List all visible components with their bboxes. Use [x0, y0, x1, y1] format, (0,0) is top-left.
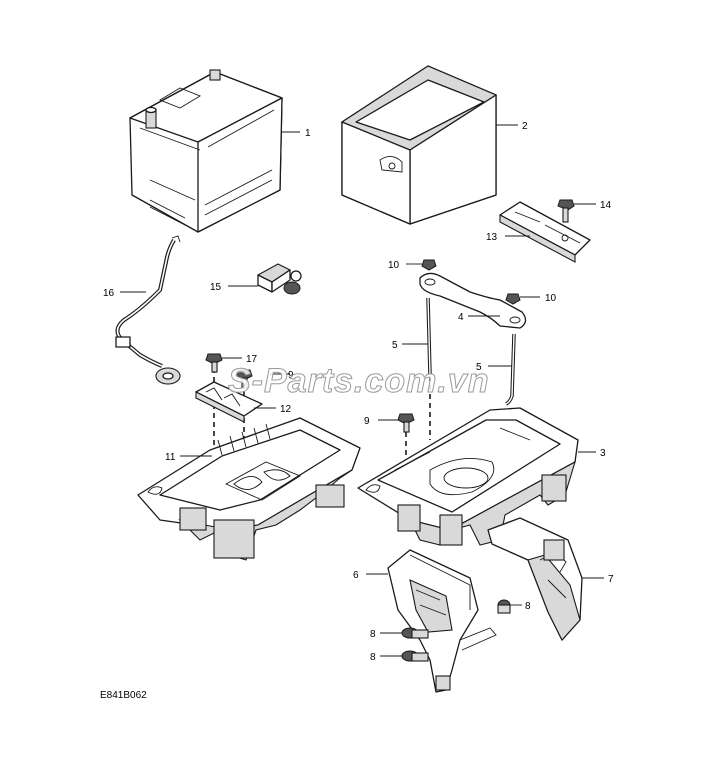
- callout-9a: 9: [288, 370, 294, 381]
- figure-code: E841B062: [100, 690, 147, 701]
- nut-10-upper: [421, 259, 437, 271]
- mounting-bracket-6: [387, 549, 497, 693]
- hold-down-strap: [419, 272, 527, 329]
- battery-tray-11: [137, 417, 361, 561]
- callout-17: 17: [246, 354, 258, 365]
- callout-15: 15: [210, 282, 222, 293]
- ground-cable-16: [115, 235, 181, 385]
- callout-1: 1: [305, 128, 311, 139]
- callout-5a: 5: [392, 340, 398, 351]
- callout-14: 14: [600, 200, 612, 211]
- callout-6: 6: [353, 570, 359, 581]
- rod-5-left: [426, 297, 432, 376]
- callout-8b: 8: [370, 629, 376, 640]
- sensor-15: [256, 263, 302, 295]
- fastener-8-lower: [401, 650, 429, 662]
- callout-7: 7: [608, 574, 614, 585]
- callout-8a: 8: [525, 601, 531, 612]
- bolt-14: [557, 199, 575, 223]
- callout-16: 16: [103, 288, 115, 299]
- fastener-8-upper: [401, 627, 429, 639]
- rod-5-right: [505, 333, 516, 406]
- nut-10-right: [505, 293, 521, 305]
- watermark: S-Parts.com.vn: [228, 362, 490, 400]
- bolt-9-right: [397, 413, 415, 433]
- battery: [129, 69, 283, 233]
- callout-10b: 10: [545, 293, 557, 304]
- callout-13: 13: [486, 232, 498, 243]
- callout-3: 3: [600, 448, 606, 459]
- bolt-9-left: [235, 369, 253, 389]
- battery-tray-3: [357, 407, 579, 546]
- callout-9b: 9: [364, 416, 370, 427]
- battery-box: [340, 65, 498, 225]
- callout-10a: 10: [388, 260, 400, 271]
- callout-8c: 8: [370, 652, 376, 663]
- hold-down-clamp: [499, 201, 591, 263]
- bracket-12: [195, 381, 263, 423]
- callout-11: 11: [165, 452, 176, 463]
- fastener-8-right: [497, 599, 511, 614]
- callout-12: 12: [280, 404, 292, 415]
- support-bracket-7: [487, 517, 583, 641]
- callout-2: 2: [522, 121, 528, 132]
- callout-5b: 5: [476, 362, 482, 373]
- bolt-17: [205, 353, 223, 373]
- callout-4: 4: [458, 312, 464, 323]
